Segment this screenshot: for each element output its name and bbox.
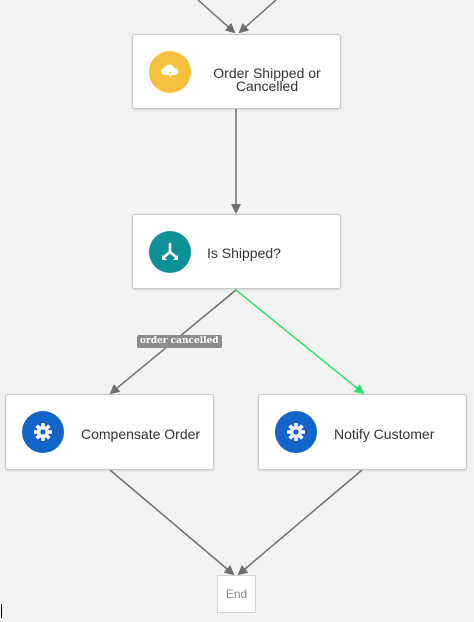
node-label: Order Shipped or Cancelled — [213, 65, 321, 94]
incoming-edge-left[interactable] — [197, 0, 236, 34]
node-compensate-order[interactable]: Compensate Order — [5, 394, 214, 470]
node-notify-customer[interactable]: Notify Customer — [258, 394, 467, 470]
gear-icon — [22, 411, 64, 453]
node-end[interactable]: End — [217, 575, 256, 613]
gateway-icon — [149, 230, 191, 273]
incoming-edge-right[interactable] — [238, 0, 277, 34]
gear-icon — [275, 411, 317, 453]
edge-notify-to-end[interactable] — [237, 469, 363, 576]
node-label: Compensate Order — [81, 426, 201, 442]
node-is-shipped[interactable]: Is Shipped? — [132, 214, 341, 289]
edge-compensate-to-end[interactable] — [109, 469, 235, 576]
edge-gateway-to-notify[interactable] — [235, 289, 365, 395]
text-cursor — [1, 604, 2, 618]
edge-label-order-cancelled: order cancelled — [137, 335, 222, 348]
event-icon — [149, 50, 191, 93]
node-order-shipped[interactable]: Order Shipped or Cancelled — [132, 34, 341, 109]
node-label: Notify Customer — [334, 426, 435, 442]
node-label: Is Shipped? — [207, 245, 281, 261]
